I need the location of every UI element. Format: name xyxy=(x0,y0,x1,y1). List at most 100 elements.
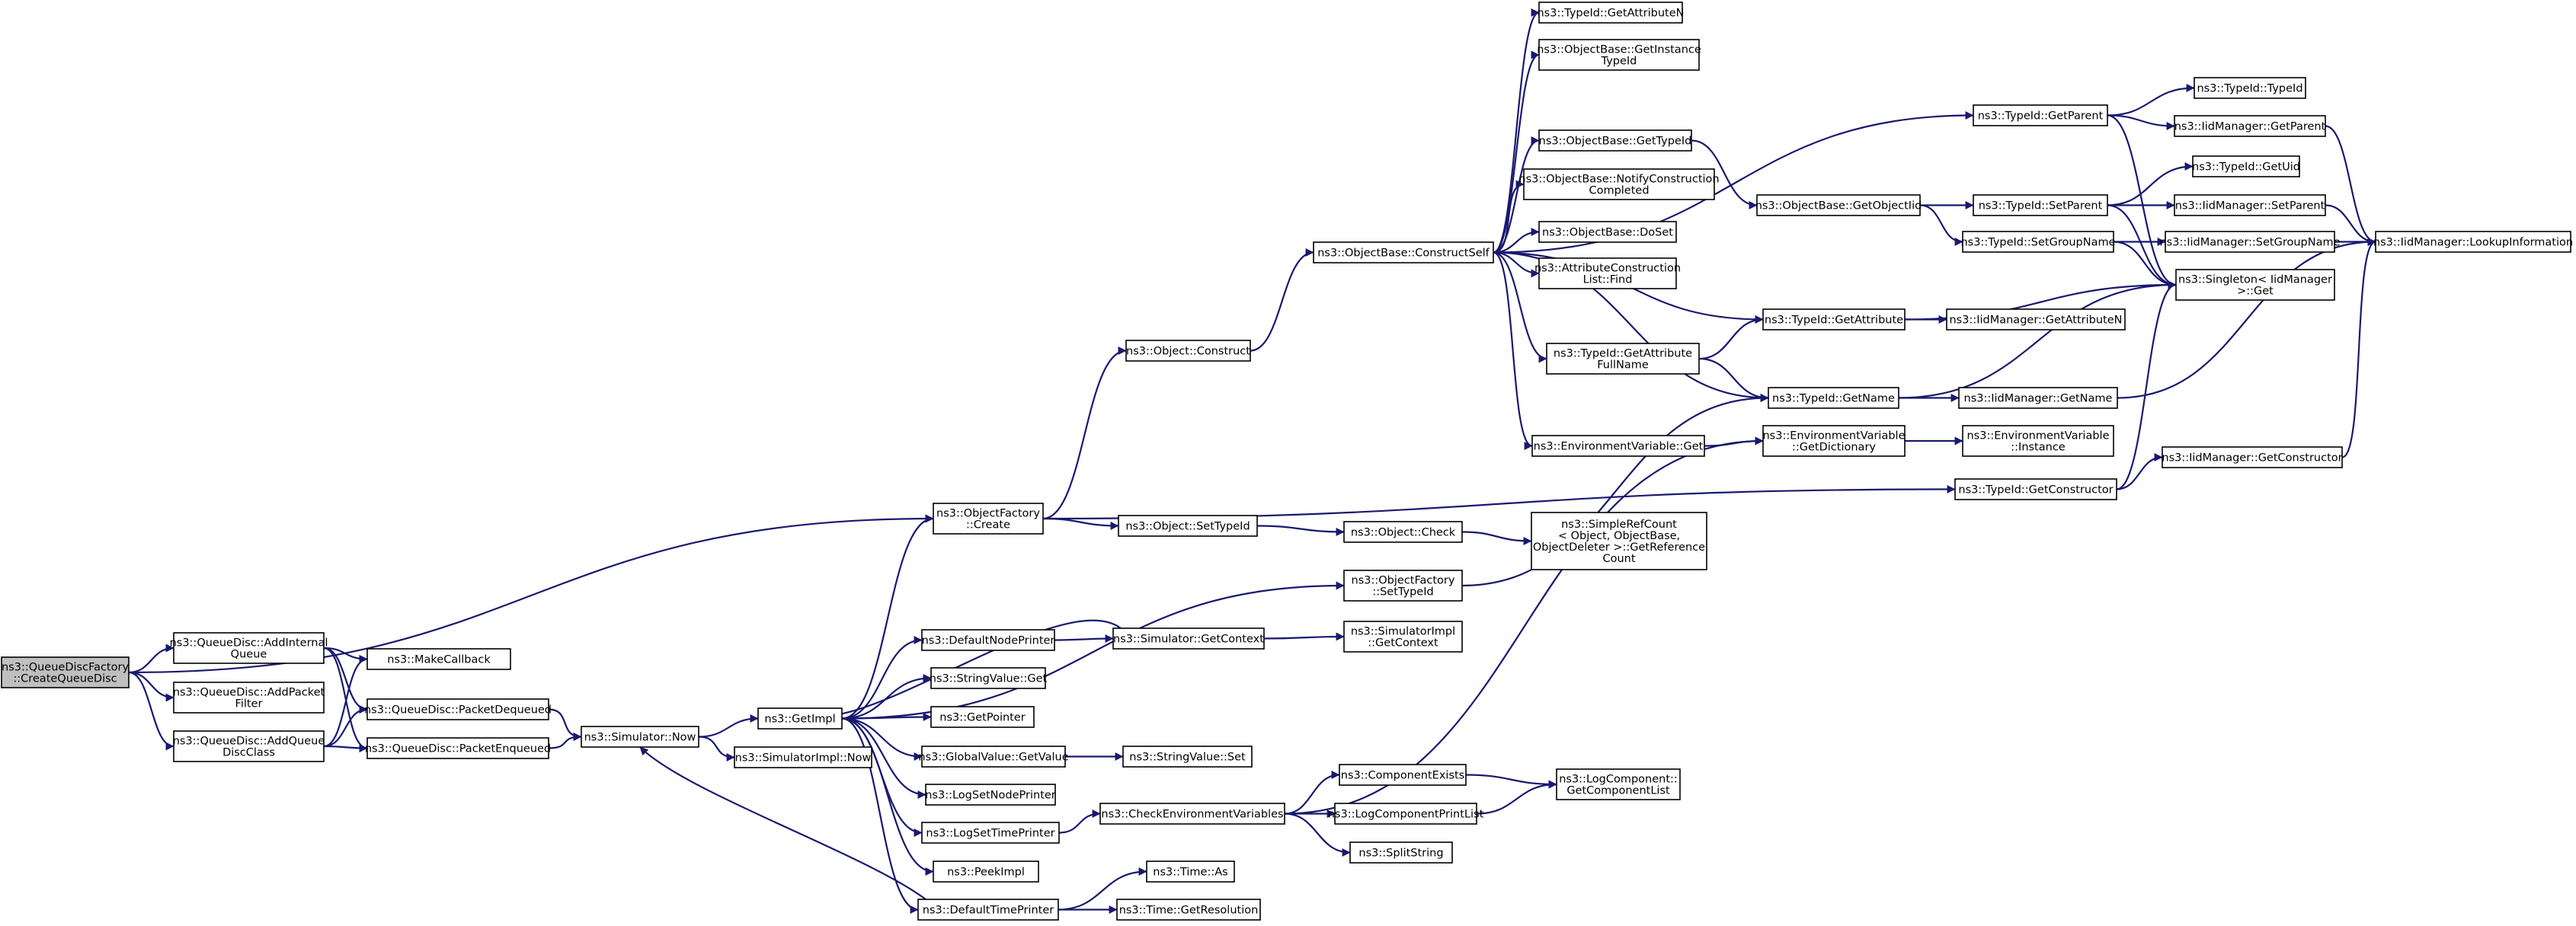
node-splitString[interactable]: ns3::SplitString xyxy=(1349,841,1453,864)
node-getImpl[interactable]: ns3::GetImpl xyxy=(757,707,843,730)
node-label: ns3::EnvironmentVariable::Get xyxy=(1534,441,1704,453)
node-iidMgrGetAttributeN[interactable]: ns3::IidManager::GetAttributeN xyxy=(1946,308,2126,330)
node-label: TypeId xyxy=(1601,56,1637,68)
node-typeIdGetConstructor[interactable]: ns3::TypeId::GetConstructor xyxy=(1954,478,2117,500)
node-label: ::GetDictionary xyxy=(1792,442,1876,454)
node-label: ::Create xyxy=(966,519,1010,532)
node-envVarGet[interactable]: ns3::EnvironmentVariable::Get xyxy=(1531,435,1705,457)
node-iidMgrSetGroupName[interactable]: ns3::IidManager::SetGroupName xyxy=(2159,231,2341,253)
node-label: ns3::LogSetNodePrinter xyxy=(925,790,1056,802)
edge-getImpl-to-peekImpl xyxy=(841,717,934,876)
node-iidMgrSetParent[interactable]: ns3::IidManager::SetParent xyxy=(2174,194,2326,216)
node-label: ns3::Object::Construct xyxy=(1126,346,1250,358)
node-componentExists[interactable]: ns3::ComponentExists xyxy=(1339,764,1467,786)
node-label: ns3::Object::SetTypeId xyxy=(1125,521,1250,533)
node-label: ::Instance xyxy=(2011,442,2066,454)
edge-root-to-addQueueDiscClass xyxy=(128,671,174,751)
node-objCheck[interactable]: ns3::Object::Check xyxy=(1343,521,1463,543)
node-iidMgrGetName[interactable]: ns3::IidManager::GetName xyxy=(1958,387,2118,409)
edge-simNow-to-getImpl xyxy=(698,714,759,738)
edge-objFactoryCreate-to-objSetTypeId xyxy=(1042,517,1119,530)
node-makeCallback[interactable]: ns3::MakeCallback xyxy=(366,648,511,670)
node-typeIdGetAttributeN[interactable]: ns3::TypeId::GetAttributeN xyxy=(1537,2,1685,24)
node-iidMgrLookupInformation[interactable]: ns3::IidManager::LookupInformation xyxy=(2373,231,2573,253)
node-label: ::CreateQueueDisc xyxy=(13,673,117,685)
node-typeIdSetGroupName[interactable]: ns3::TypeId::SetGroupName xyxy=(1960,231,2116,253)
node-logSetTimePrinter[interactable]: ns3::LogSetTimePrinter xyxy=(921,822,1060,844)
node-objBaseDoSet[interactable]: ns3::ObjectBase::DoSet xyxy=(1538,221,1677,243)
node-typeIdSetParent[interactable]: ns3::TypeId::SetParent xyxy=(1973,194,2108,216)
node-checkEnvVars[interactable]: ns3::CheckEnvironmentVariables xyxy=(1099,803,1285,825)
node-typeIdGetParent[interactable]: ns3::TypeId::GetParent xyxy=(1973,104,2108,126)
node-iidMgrGetParent[interactable]: ns3::IidManager::GetParent xyxy=(2174,115,2326,137)
node-simImplNow[interactable]: ns3::SimulatorImpl::Now xyxy=(734,746,872,768)
node-box xyxy=(1343,521,1463,543)
edge-iidMgrGetConstructor-to-iidMgrLookupInformation xyxy=(2341,238,2376,458)
node-simNow[interactable]: ns3::Simulator::Now xyxy=(581,726,699,748)
node-box xyxy=(1531,512,1707,570)
node-packetEnqueued[interactable]: ns3::QueueDisc::PacketEnqueued xyxy=(365,737,551,759)
node-box xyxy=(1538,39,1700,71)
node-iidMgrGetConstructor[interactable]: ns3::IidManager::GetConstructor xyxy=(2162,446,2343,468)
node-objFactoryCreate[interactable]: ns3::ObjectFactory::Create xyxy=(933,503,1044,535)
node-timeAs[interactable]: ns3::Time::As xyxy=(1146,861,1235,883)
edge-simNow-to-simImplNow xyxy=(698,736,735,762)
node-label: < Object, ObjectBase, xyxy=(1558,530,1680,542)
node-box xyxy=(921,629,1055,651)
node-label: ns3::ObjectBase::GetTypeId xyxy=(1539,136,1692,148)
edge-logSetTimePrinter-to-checkEnvVars xyxy=(1058,809,1101,834)
node-label: ns3::SplitString xyxy=(1358,848,1443,860)
node-objConstruct[interactable]: ns3::Object::Construct xyxy=(1125,340,1251,362)
node-box xyxy=(930,706,1035,728)
node-simImplGetContext[interactable]: ns3::SimulatorImpl::GetContext xyxy=(1343,621,1463,653)
node-globalValueGetValue[interactable]: ns3::GlobalValue::GetValue xyxy=(918,746,1069,768)
node-objBaseGetObjectIid[interactable]: ns3::ObjectBase::GetObjectIid xyxy=(1755,194,1922,216)
node-typeIdGetUid[interactable]: ns3::TypeId::GetUid xyxy=(2192,155,2300,177)
node-stringValueSet[interactable]: ns3::StringValue::Set xyxy=(1122,746,1253,768)
node-envVarInstance[interactable]: ns3::EnvironmentVariable::Instance xyxy=(1962,425,2114,457)
node-objBaseNotifyConstructionCompleted[interactable]: ns3::ObjectBase::NotifyConstructionCompl… xyxy=(1518,168,1720,200)
node-box xyxy=(1313,241,1494,263)
node-logComponentPrintList[interactable]: ns3::LogComponentPrintList xyxy=(1328,803,1484,825)
node-root[interactable]: ns3::QueueDiscFactory::CreateQueueDisc xyxy=(1,656,130,688)
node-simGetContext[interactable]: ns3::Simulator::GetContext xyxy=(1112,627,1265,650)
node-box xyxy=(1343,570,1463,602)
node-objFactorySetTypeId[interactable]: ns3::ObjectFactory::SetTypeId xyxy=(1343,570,1463,602)
node-stringValueGet[interactable]: ns3::StringValue::Get xyxy=(930,667,1048,689)
node-label: ns3::TypeId::SetParent xyxy=(1979,200,2103,212)
node-peekImpl[interactable]: ns3::PeekImpl xyxy=(933,861,1039,883)
node-box xyxy=(1954,478,2117,500)
edge-typeIdGetParent-to-iidMgrGetParent xyxy=(2107,114,2175,130)
node-box xyxy=(930,667,1046,689)
node-label: ::SetTypeId xyxy=(1372,586,1433,599)
node-box xyxy=(757,707,843,730)
node-packetDequeued[interactable]: ns3::QueueDisc::PacketDequeued xyxy=(364,698,552,720)
edge-getImpl-to-defaultNodePrinter xyxy=(841,636,923,720)
node-envVarGetDictionary[interactable]: ns3::EnvironmentVariable::GetDictionary xyxy=(1762,425,1906,457)
node-getPointer[interactable]: ns3::GetPointer xyxy=(930,706,1035,728)
node-typeIdTypeId[interactable]: ns3::TypeId::TypeId xyxy=(2194,77,2306,99)
edge-packetEnqueued-to-simNow xyxy=(548,733,582,749)
node-objBaseGetTypeId[interactable]: ns3::ObjectBase::GetTypeId xyxy=(1538,129,1692,152)
node-objSetTypeId[interactable]: ns3::Object::SetTypeId xyxy=(1118,515,1258,537)
node-logComponentGetList[interactable]: ns3::LogComponent::GetComponentList xyxy=(1556,768,1681,800)
node-timeGetResolution[interactable]: ns3::Time::GetResolution xyxy=(1116,899,1261,921)
node-typeIdGetAttribute[interactable]: ns3::TypeId::GetAttribute xyxy=(1762,308,1906,330)
node-defaultTimePrinter[interactable]: ns3::DefaultTimePrinter xyxy=(917,899,1059,921)
edge-defaultNodePrinter-to-simGetContext xyxy=(1054,634,1114,643)
node-objBaseConstructSelf[interactable]: ns3::ObjectBase::ConstructSelf xyxy=(1313,241,1494,263)
node-box xyxy=(1538,129,1692,152)
node-logSetNodePrinter[interactable]: ns3::LogSetNodePrinter xyxy=(925,784,1056,806)
node-label: ns3::TypeId::GetAttribute xyxy=(1554,348,1692,360)
node-singletonGet[interactable]: ns3::Singleton< IidManager>::Get xyxy=(2175,269,2335,301)
node-simpleRefCount[interactable]: ns3::SimpleRefCount< Object, ObjectBase,… xyxy=(1531,512,1707,570)
node-typeIdGetName[interactable]: ns3::TypeId::GetName xyxy=(1768,387,1899,409)
node-defaultNodePrinter[interactable]: ns3::DefaultNodePrinter xyxy=(921,629,1055,651)
